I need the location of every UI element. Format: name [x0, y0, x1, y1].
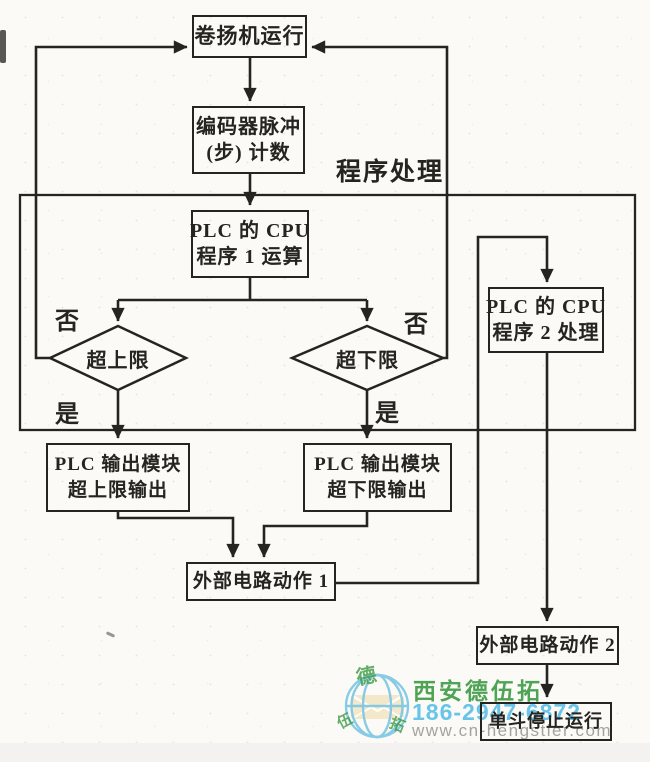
label-no-lower: 否 — [404, 312, 428, 338]
globe-envelope-icon — [344, 673, 410, 739]
node-output-lower-limit: PLC 输出模块 超下限输出 — [303, 443, 452, 512]
label-program-processing: 程序处理 — [336, 159, 445, 186]
scan-artifact-left-edge — [0, 30, 6, 63]
node-final-stop-running: 单斗停止运行 — [480, 702, 612, 741]
node-output-upper-limit: PLC 输出模块 超上限输出 — [46, 443, 190, 512]
watermark-website-url: www.cn-hengstler.com — [412, 721, 613, 740]
node-encoder-count: 编码器脉冲 (步) 计数 — [192, 106, 305, 174]
globe-lines — [344, 673, 410, 739]
node-winch-running: 卷扬机运行 — [192, 15, 307, 58]
bottom-edge-strip — [0, 743, 650, 762]
scan-artifact-speck — [105, 631, 116, 638]
split-line-cpu1 — [118, 278, 367, 302]
node-external-circuit-1: 外部电路动作 1 — [186, 562, 336, 601]
label-yes-upper: 是 — [55, 402, 79, 428]
node-external-circuit-2: 外部电路动作 2 — [476, 626, 619, 665]
decision-upper-label: 超上限 — [86, 349, 150, 372]
watermark-company-name: 西安德伍拓 — [413, 678, 543, 704]
watermark-logo: 德 伍 拓 — [334, 664, 420, 750]
node-cpu-program2: PLC 的 CPU 程序 2 处理 — [486, 287, 605, 353]
node-cpu-program1: PLC 的 CPU 程序 1 运算 — [190, 210, 309, 278]
envelope-flap — [350, 694, 405, 713]
label-no-upper: 否 — [55, 309, 79, 335]
arrow-outlower-to-ext1 — [257, 512, 369, 558]
arrow-outupper-to-ext1 — [116, 512, 240, 558]
label-yes-lower: 是 — [375, 401, 399, 427]
decision-lower-label: 超下限 — [336, 349, 399, 372]
